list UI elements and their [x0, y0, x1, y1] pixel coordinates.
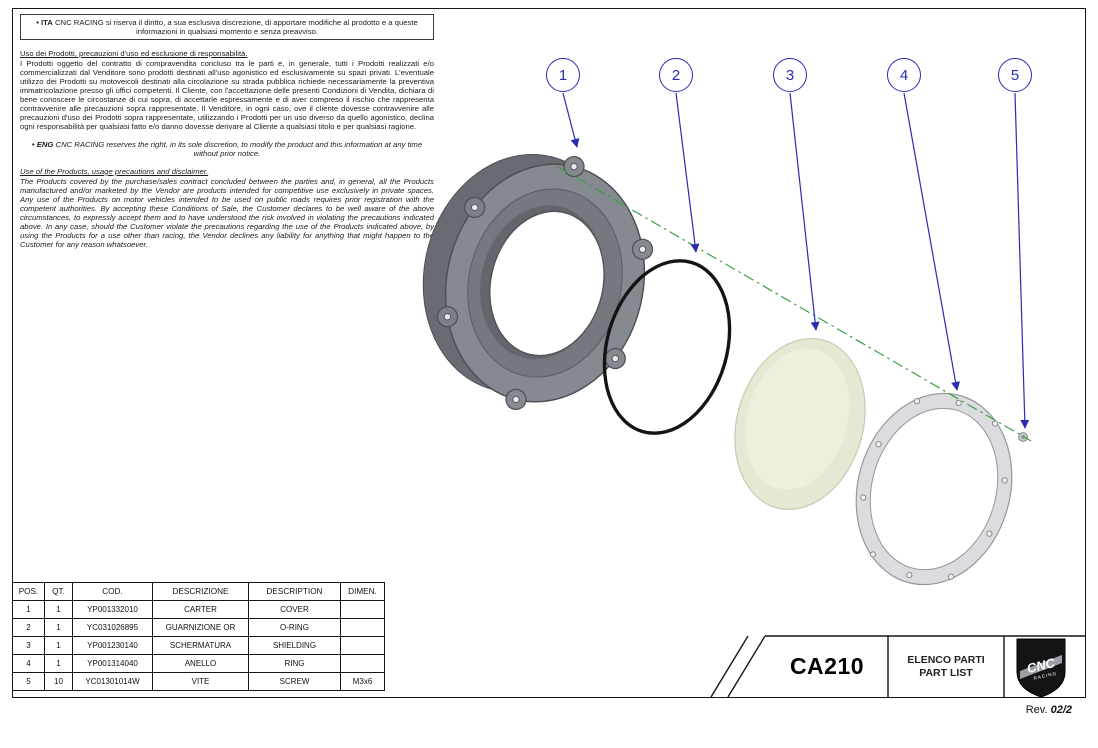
- cell-description: SHIELDING: [248, 636, 341, 655]
- cell-descrizione: CARTER: [152, 600, 249, 619]
- cell-cod: YC031026895: [72, 618, 153, 637]
- balloon-5: 5: [998, 58, 1032, 92]
- cell-dimen: [340, 654, 385, 673]
- revision-label: Rev.: [1025, 704, 1048, 716]
- cell-descrizione: SCHERMATURA: [152, 636, 249, 655]
- balloon-label: 5: [1010, 66, 1020, 84]
- table-header-row: POS. QT. COD. DESCRIZIONE DESCRIPTION DI…: [12, 582, 385, 601]
- col-pos: POS.: [12, 582, 45, 601]
- balloon-label: 4: [899, 66, 909, 84]
- parts-table: POS. QT. COD. DESCRIZIONE DESCRIPTION DI…: [12, 582, 385, 691]
- table-row: 3 1 YP001230140 SCHERMATURA SHIELDING: [12, 636, 385, 655]
- table-row: 1 1 YP001332010 CARTER COVER: [12, 600, 385, 619]
- cell-qty: 1: [44, 618, 73, 637]
- cell-qty: 10: [44, 672, 73, 691]
- table-row: 2 1 YC031026895 GUARNIZIONE OR O-RING: [12, 618, 385, 637]
- balloon-4: 4: [887, 58, 921, 92]
- ita-disclaimer-title: Uso dei Prodotti, precauzioni d'uso ed e…: [20, 49, 248, 58]
- cell-dimen: [340, 600, 385, 619]
- balloon-1: 1: [546, 58, 580, 92]
- cell-pos: 5: [12, 672, 45, 691]
- ita-label: • ITA: [36, 18, 53, 27]
- table-row: 4 1 YP001314040 ANELLO RING: [12, 654, 385, 673]
- eng-disclaimer-title: Use of the Products, usage precautions a…: [20, 167, 209, 176]
- cell-dimen: [340, 636, 385, 655]
- eng-notice-text: CNC RACING reserves the right, in its so…: [55, 140, 423, 158]
- cell-cod: YP001314040: [72, 654, 153, 673]
- cell-qty: 1: [44, 600, 73, 619]
- col-dimen: DIMEN.: [340, 582, 385, 601]
- cell-qty: 1: [44, 636, 73, 655]
- cell-cod: YC01301014W: [72, 672, 153, 691]
- col-description: DESCRIPTION: [248, 582, 341, 601]
- cell-cod: YP001230140: [72, 636, 153, 655]
- eng-label: • ENG: [31, 140, 54, 149]
- drawing-frame: [12, 8, 1086, 698]
- cell-qty: 1: [44, 654, 73, 673]
- ita-notice-text: CNC RACING si riserva il diritto, a sua …: [55, 18, 418, 36]
- revision-value: 02/2: [1050, 704, 1072, 716]
- cell-dimen: [340, 618, 385, 637]
- cell-dimen: M3x6: [340, 672, 385, 691]
- eng-notice: • ENG CNC RACING reserves the right, in …: [20, 140, 434, 158]
- drawing-title: ELENCO PARTI PART LIST: [889, 636, 1003, 697]
- balloon-3: 3: [773, 58, 807, 92]
- cell-descrizione: ANELLO: [152, 654, 249, 673]
- cell-description: SCREW: [248, 672, 341, 691]
- drawing-title-line2: PART LIST: [919, 666, 973, 679]
- cell-pos: 2: [12, 618, 45, 637]
- col-cod: COD.: [72, 582, 153, 601]
- cell-description: COVER: [248, 600, 341, 619]
- balloon-label: 2: [671, 66, 681, 84]
- drawing-title-line1: ELENCO PARTI: [907, 653, 985, 666]
- notices-block: • ITA CNC RACING si riserva il diritto, …: [20, 14, 434, 258]
- revision-note: Rev. 02/2: [1026, 704, 1072, 716]
- cell-descrizione: VITE: [152, 672, 249, 691]
- eng-disclaimer-body: The Products covered by the purchase/sal…: [20, 177, 434, 249]
- ita-disclaimer-body: I Prodotti oggetto del contratto di comp…: [20, 59, 434, 131]
- ita-notice-box: • ITA CNC RACING si riserva il diritto, …: [20, 14, 434, 40]
- cell-pos: 4: [12, 654, 45, 673]
- col-qty: QT.: [44, 582, 73, 601]
- drawing-code: CA210: [789, 653, 865, 679]
- cell-descrizione: GUARNIZIONE OR: [152, 618, 249, 637]
- cell-pos: 3: [12, 636, 45, 655]
- balloon-label: 1: [558, 66, 568, 84]
- balloon-label: 3: [785, 66, 795, 84]
- table-row: 5 10 YC01301014W VITE SCREW M3x6: [12, 672, 385, 691]
- col-descrizione: DESCRIZIONE: [152, 582, 249, 601]
- cell-description: RING: [248, 654, 341, 673]
- cell-pos: 1: [12, 600, 45, 619]
- balloon-2: 2: [659, 58, 693, 92]
- cell-description: O-RING: [248, 618, 341, 637]
- cell-cod: YP001332010: [72, 600, 153, 619]
